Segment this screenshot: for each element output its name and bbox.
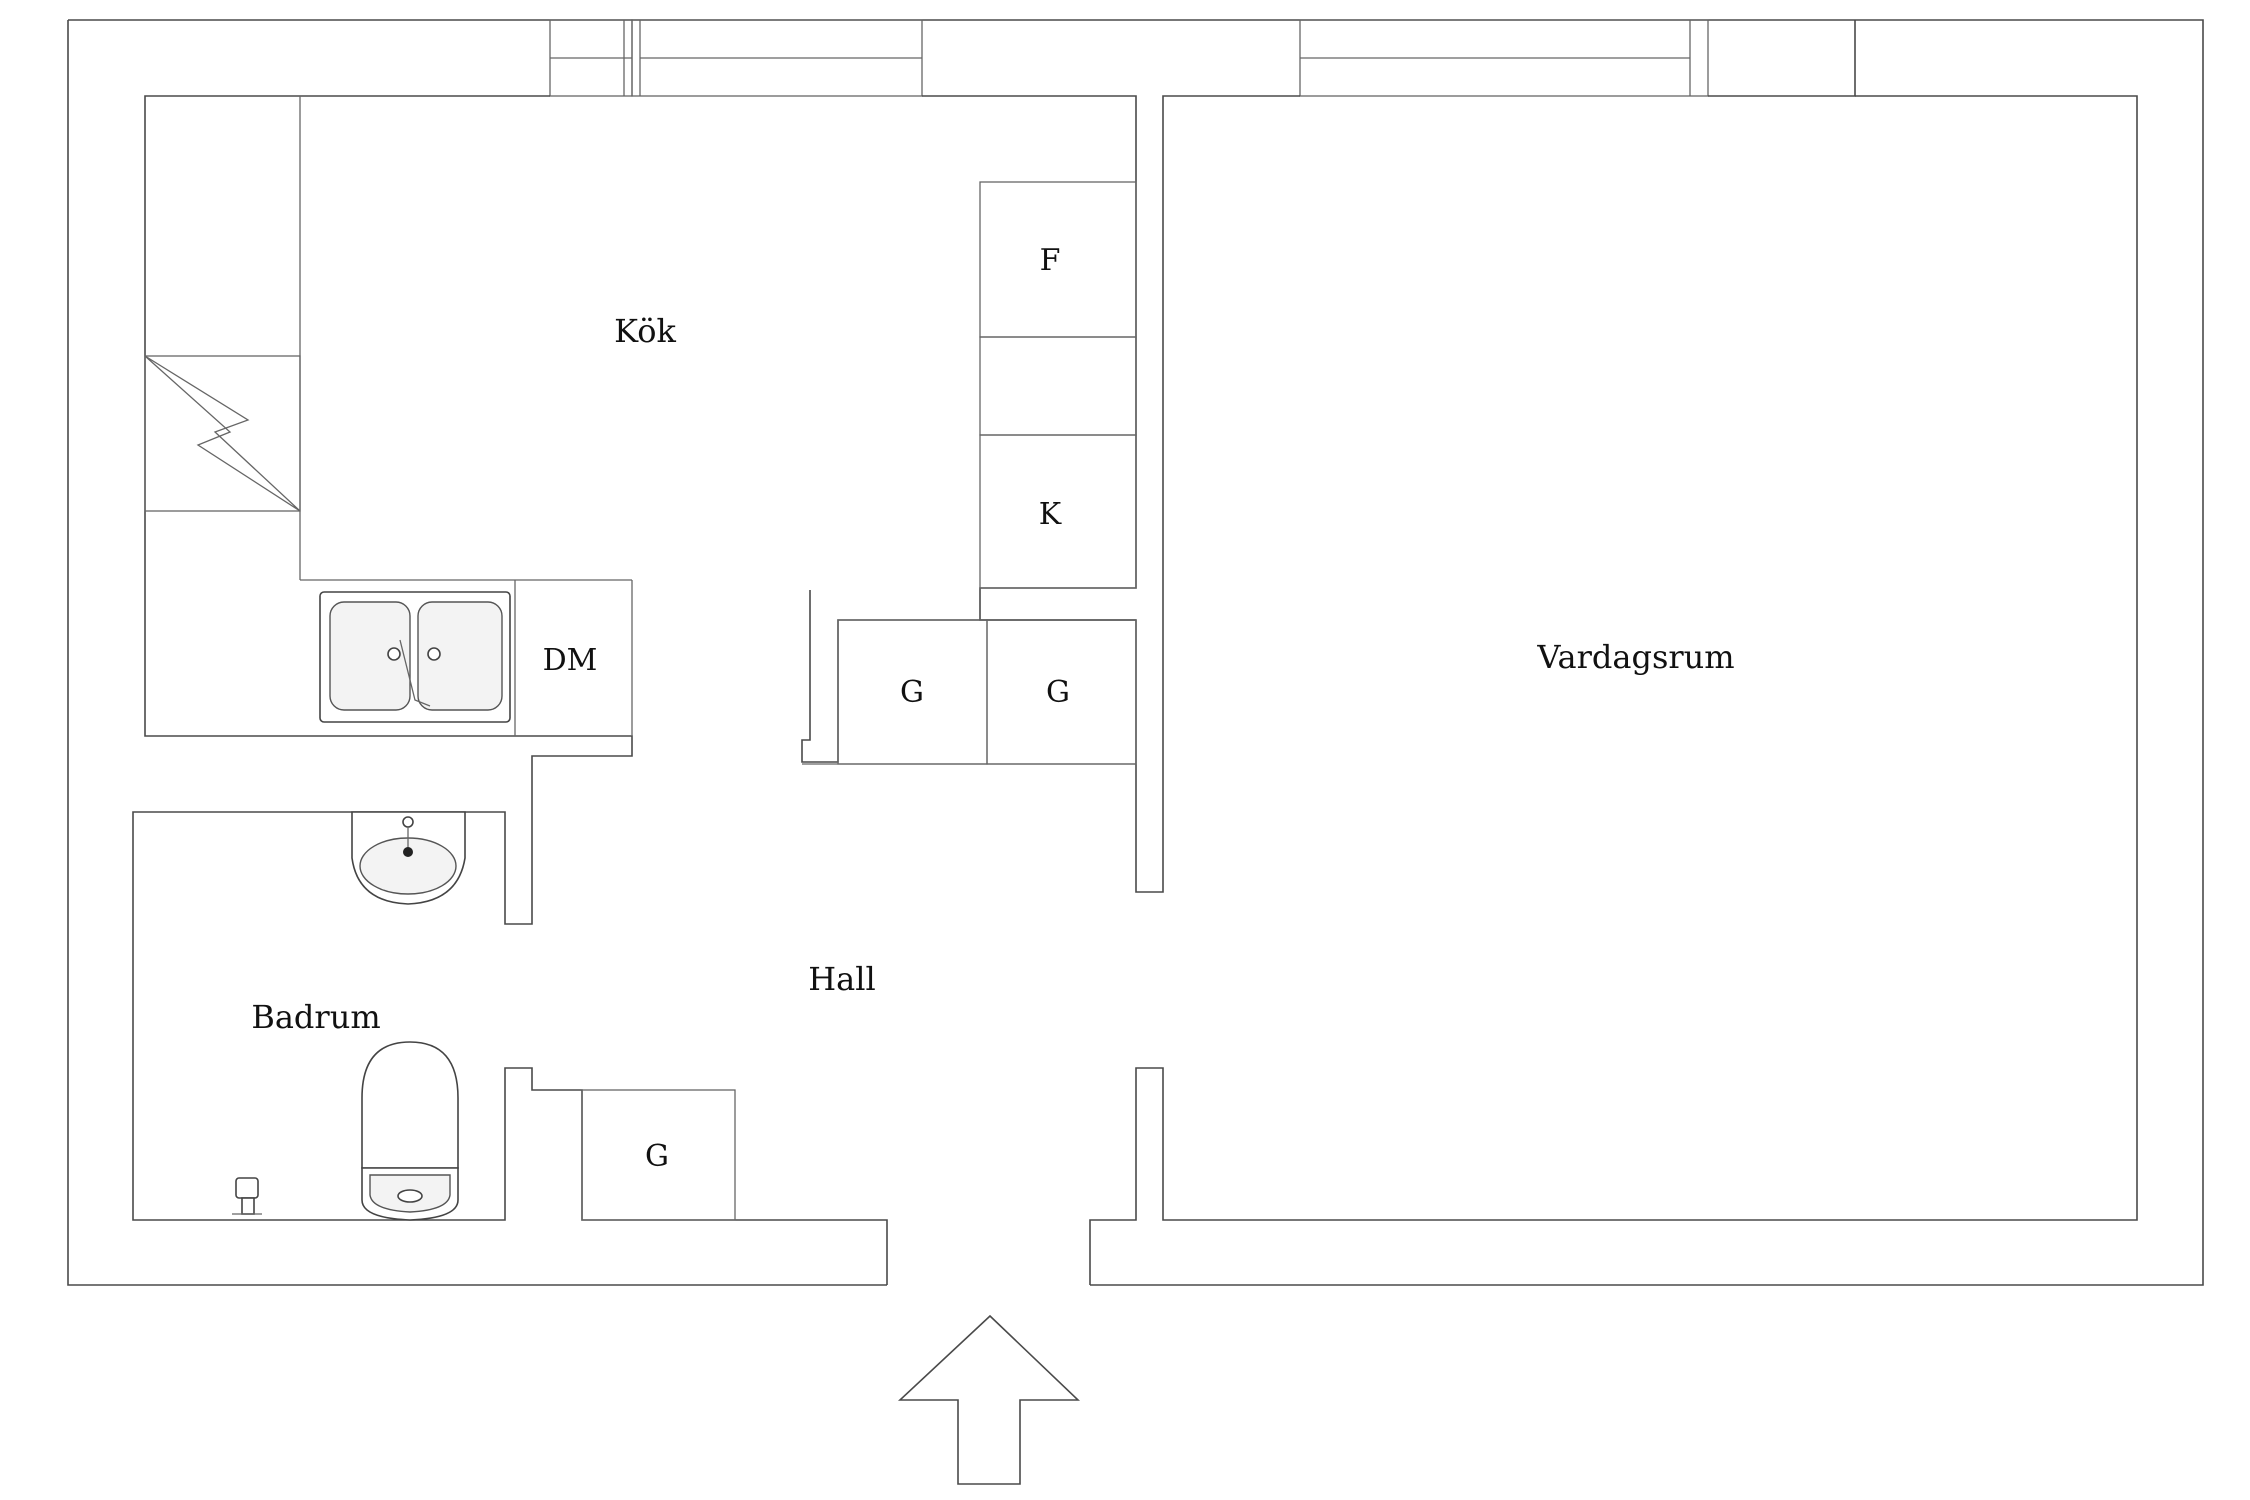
outer-walls [67, 19, 2204, 1286]
entrance-arrow [897, 1314, 1080, 1485]
room-label-kitchen: Kök [614, 312, 676, 350]
floor-drain-icon [232, 1177, 262, 1215]
room-label-hall: Hall [808, 960, 875, 998]
hall-wardrobes [581, 590, 1137, 1221]
window-kitchen-right [631, 19, 923, 97]
room-label-bathroom: Badrum [251, 998, 380, 1036]
faucet-icon [399, 639, 431, 707]
kitchen-sink [319, 591, 511, 723]
appliance-column [979, 181, 1137, 589]
wardrobe-label-c: G [645, 1139, 669, 1174]
wardrobe-label-b: G [1046, 675, 1070, 710]
window-living-room [1299, 19, 1709, 97]
room-label-living-room: Vardagsrum [1536, 638, 1734, 676]
stove-symbol [144, 355, 301, 512]
window-kitchen-left [549, 19, 633, 97]
arrow-up-icon [897, 1314, 1080, 1485]
fridge-label: F [1040, 243, 1061, 278]
toilet-icon [361, 1041, 459, 1221]
appliance-labels: F K DM G G G [543, 243, 1070, 1174]
windows [549, 19, 1709, 97]
kitchen-counter [144, 96, 633, 736]
drain-icon [427, 647, 441, 661]
outer-wall [67, 19, 2204, 1286]
stove [144, 355, 301, 512]
room-labels: Kök Vardagsrum Hall Badrum [251, 312, 1734, 1036]
dishwasher-label: DM [543, 643, 598, 678]
wardrobe-label-a: G [900, 675, 924, 710]
bathroom-fixtures [232, 811, 466, 1221]
freezer-label: K [1039, 497, 1062, 532]
drain-icon [387, 647, 401, 661]
